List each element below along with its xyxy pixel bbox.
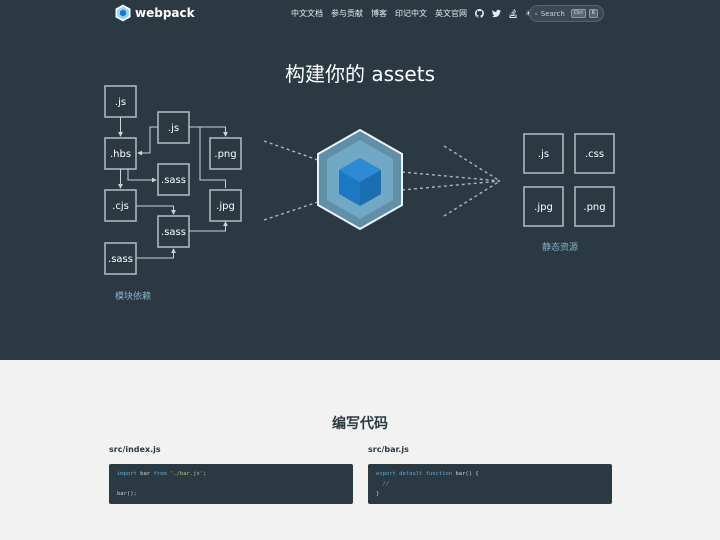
asset-label: .jpg	[534, 202, 553, 213]
code-line: //	[382, 481, 390, 487]
asset-node: .js	[523, 133, 564, 174]
asset-node: .jpg	[523, 186, 564, 227]
module-label: .hbs	[110, 149, 131, 160]
twitter-icon[interactable]	[492, 9, 501, 18]
asset-label: .js	[538, 149, 549, 160]
nav-contribute[interactable]: 参与贡献	[331, 9, 363, 18]
asset-label: .png	[583, 202, 605, 213]
write-code-section: 编写代码 src/index.js import bar from './bar…	[0, 360, 720, 540]
assets-caption: 静态资源	[542, 241, 578, 253]
file-name-index: src/index.js	[109, 445, 161, 454]
module-label: .cjs	[112, 201, 129, 212]
asset-node: .css	[574, 133, 615, 174]
module-label: .js	[115, 97, 126, 108]
nav-docs[interactable]: 中文文档	[291, 9, 323, 18]
github-icon[interactable]	[475, 9, 484, 18]
nav-docschina[interactable]: 印记中文	[395, 9, 427, 18]
stackoverflow-icon[interactable]	[509, 9, 517, 18]
module-node: .cjs	[104, 189, 137, 222]
search-shortcut-key-k: K	[588, 9, 598, 18]
module-label: .sass	[161, 175, 186, 186]
module-node: .js	[104, 85, 137, 118]
main-nav: 中文文档 参与贡献 博客 印记中文 英文官网 ☀	[291, 8, 532, 19]
theme-toggle-icon[interactable]: ☀	[525, 9, 532, 19]
module-label: .png	[214, 149, 236, 160]
hero-title: 构建你的 assets	[284, 62, 436, 86]
module-label: .jpg	[216, 201, 235, 212]
nav-english-site[interactable]: 英文官网	[435, 9, 467, 18]
search-button[interactable]: Search Ctrl K	[529, 5, 604, 22]
asset-label: .css	[585, 149, 604, 160]
code-block-index: import bar from './bar.js'; bar();	[109, 464, 353, 504]
code-line: export default function bar() {	[376, 471, 479, 477]
bundle-diagram: .js .hbs .js .png .sass .cjs .jpg .sass …	[104, 85, 615, 302]
code-line: }	[376, 491, 380, 497]
module-node: .js	[157, 111, 190, 144]
module-node: .png	[209, 137, 242, 170]
section-title: 编写代码	[332, 416, 388, 432]
modules-caption: 模块依赖	[115, 290, 151, 302]
dependency-arrows	[118, 117, 228, 259]
module-node: .sass	[157, 163, 190, 196]
search-label: Search	[540, 9, 565, 18]
webpack-cube-icon	[115, 4, 131, 22]
module-node: .jpg	[209, 189, 242, 222]
module-label: .sass	[108, 254, 133, 265]
module-label: .sass	[161, 227, 186, 238]
search-icon	[535, 12, 538, 15]
search-shortcut-key-ctrl: Ctrl	[570, 9, 586, 18]
module-node: .sass	[157, 215, 190, 248]
code-line	[117, 481, 120, 487]
file-name-bar: src/bar.js	[368, 445, 409, 454]
logo-text: webpack	[135, 6, 195, 20]
asset-node: .png	[574, 186, 615, 227]
top-navbar: webpack 中文文档 参与贡献 博客 印记中文 英文官网 ☀ Search …	[0, 0, 720, 28]
module-node: .hbs	[104, 137, 137, 170]
webpack-logo[interactable]: webpack	[115, 4, 195, 22]
webpack-cube-icon	[317, 128, 403, 231]
nav-blog[interactable]: 博客	[371, 9, 387, 18]
code-block-bar: export default function bar() { // }	[368, 464, 612, 504]
module-label: .js	[168, 123, 179, 134]
code-line: import bar from './bar.js';	[117, 471, 207, 477]
module-node: .sass	[104, 242, 137, 275]
dotted-connectors	[263, 140, 501, 221]
code-line: bar();	[117, 491, 137, 497]
